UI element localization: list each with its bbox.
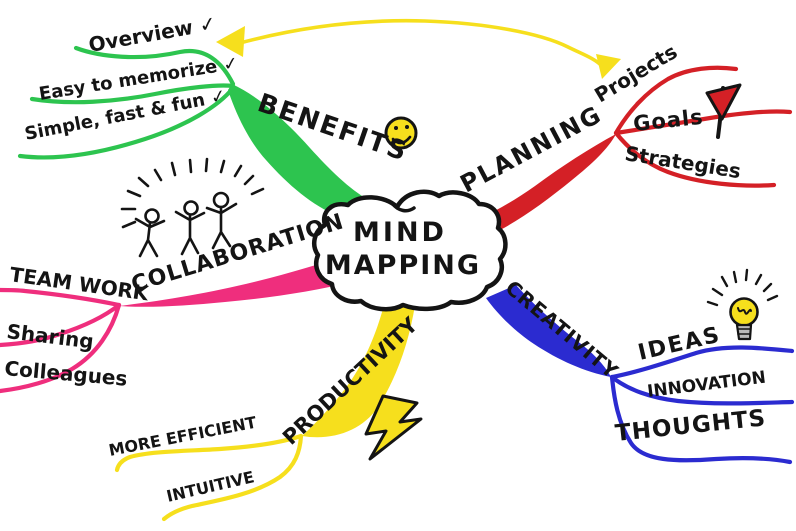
connector-arrowhead-left: [216, 26, 245, 57]
efficient-line: [114, 433, 304, 473]
celebration-rays: [120, 157, 265, 229]
planning-child-lines: [613, 65, 793, 188]
creativity-child-thoughts: THOUGHTS: [614, 405, 767, 447]
stick-figures-icon: [120, 157, 265, 258]
stick-figure-2: [174, 200, 206, 256]
innovation-line: [609, 374, 795, 406]
benefits-branch-shape: [228, 84, 370, 216]
overview-line: [73, 45, 236, 87]
connector-arc: [238, 18, 604, 68]
red-flag-icon: [705, 83, 742, 139]
flag-pennant: [705, 83, 742, 121]
planning-child-goals: Goals: [632, 105, 705, 136]
center-topic-bubble: MIND MAPPING: [311, 189, 508, 312]
bulb-base: [735, 323, 753, 341]
smiley-eye-left: [394, 126, 398, 130]
collaboration-child-lines: [0, 287, 122, 394]
creativity-branch-shape: [486, 285, 611, 377]
benefits-child-lines: [17, 45, 236, 160]
creativity-child-lines: [609, 345, 795, 465]
stick-figure-3: [205, 191, 238, 250]
teamwork-line: [0, 287, 122, 308]
lightning-bolt-icon: [364, 394, 423, 461]
creativity-child-innovation: INNOVATION: [646, 368, 767, 402]
intuitive-line: [161, 433, 304, 522]
sharing-line: [0, 302, 122, 348]
center-title-line1: MIND: [353, 217, 447, 248]
productivity-branch-shape: [302, 305, 415, 438]
smiley-eye-right: [405, 125, 409, 129]
strategies-line: [613, 130, 777, 188]
bubble-notch: [390, 201, 416, 213]
productivity-child-lines: [114, 433, 304, 522]
connector-arrowhead-right: [596, 54, 621, 79]
smiley-face-icon: [384, 116, 418, 150]
thoughts-line: [609, 374, 793, 465]
colleagues-line: [0, 302, 122, 394]
stick-figure-1: [134, 208, 166, 258]
yellow-connector-arrow: [216, 18, 621, 79]
bulb-filament: [737, 307, 752, 315]
bulb-base-ridges: [737, 328, 751, 335]
light-bulb-icon: [706, 268, 779, 341]
bubble-outline: [311, 189, 508, 312]
memorize-line: [29, 83, 236, 105]
center-title-line2: MAPPING: [325, 250, 481, 281]
simple-line: [17, 85, 236, 160]
ideas-line: [609, 345, 795, 380]
collaboration-branch-shape: [119, 255, 352, 307]
goals-line: [613, 109, 793, 136]
smiley-mouth: [391, 135, 412, 145]
projects-line: [613, 65, 739, 136]
bulb-rays: [706, 268, 779, 307]
planning-label: PLANNING: [456, 100, 607, 198]
planning-branch-shape: [480, 134, 616, 234]
